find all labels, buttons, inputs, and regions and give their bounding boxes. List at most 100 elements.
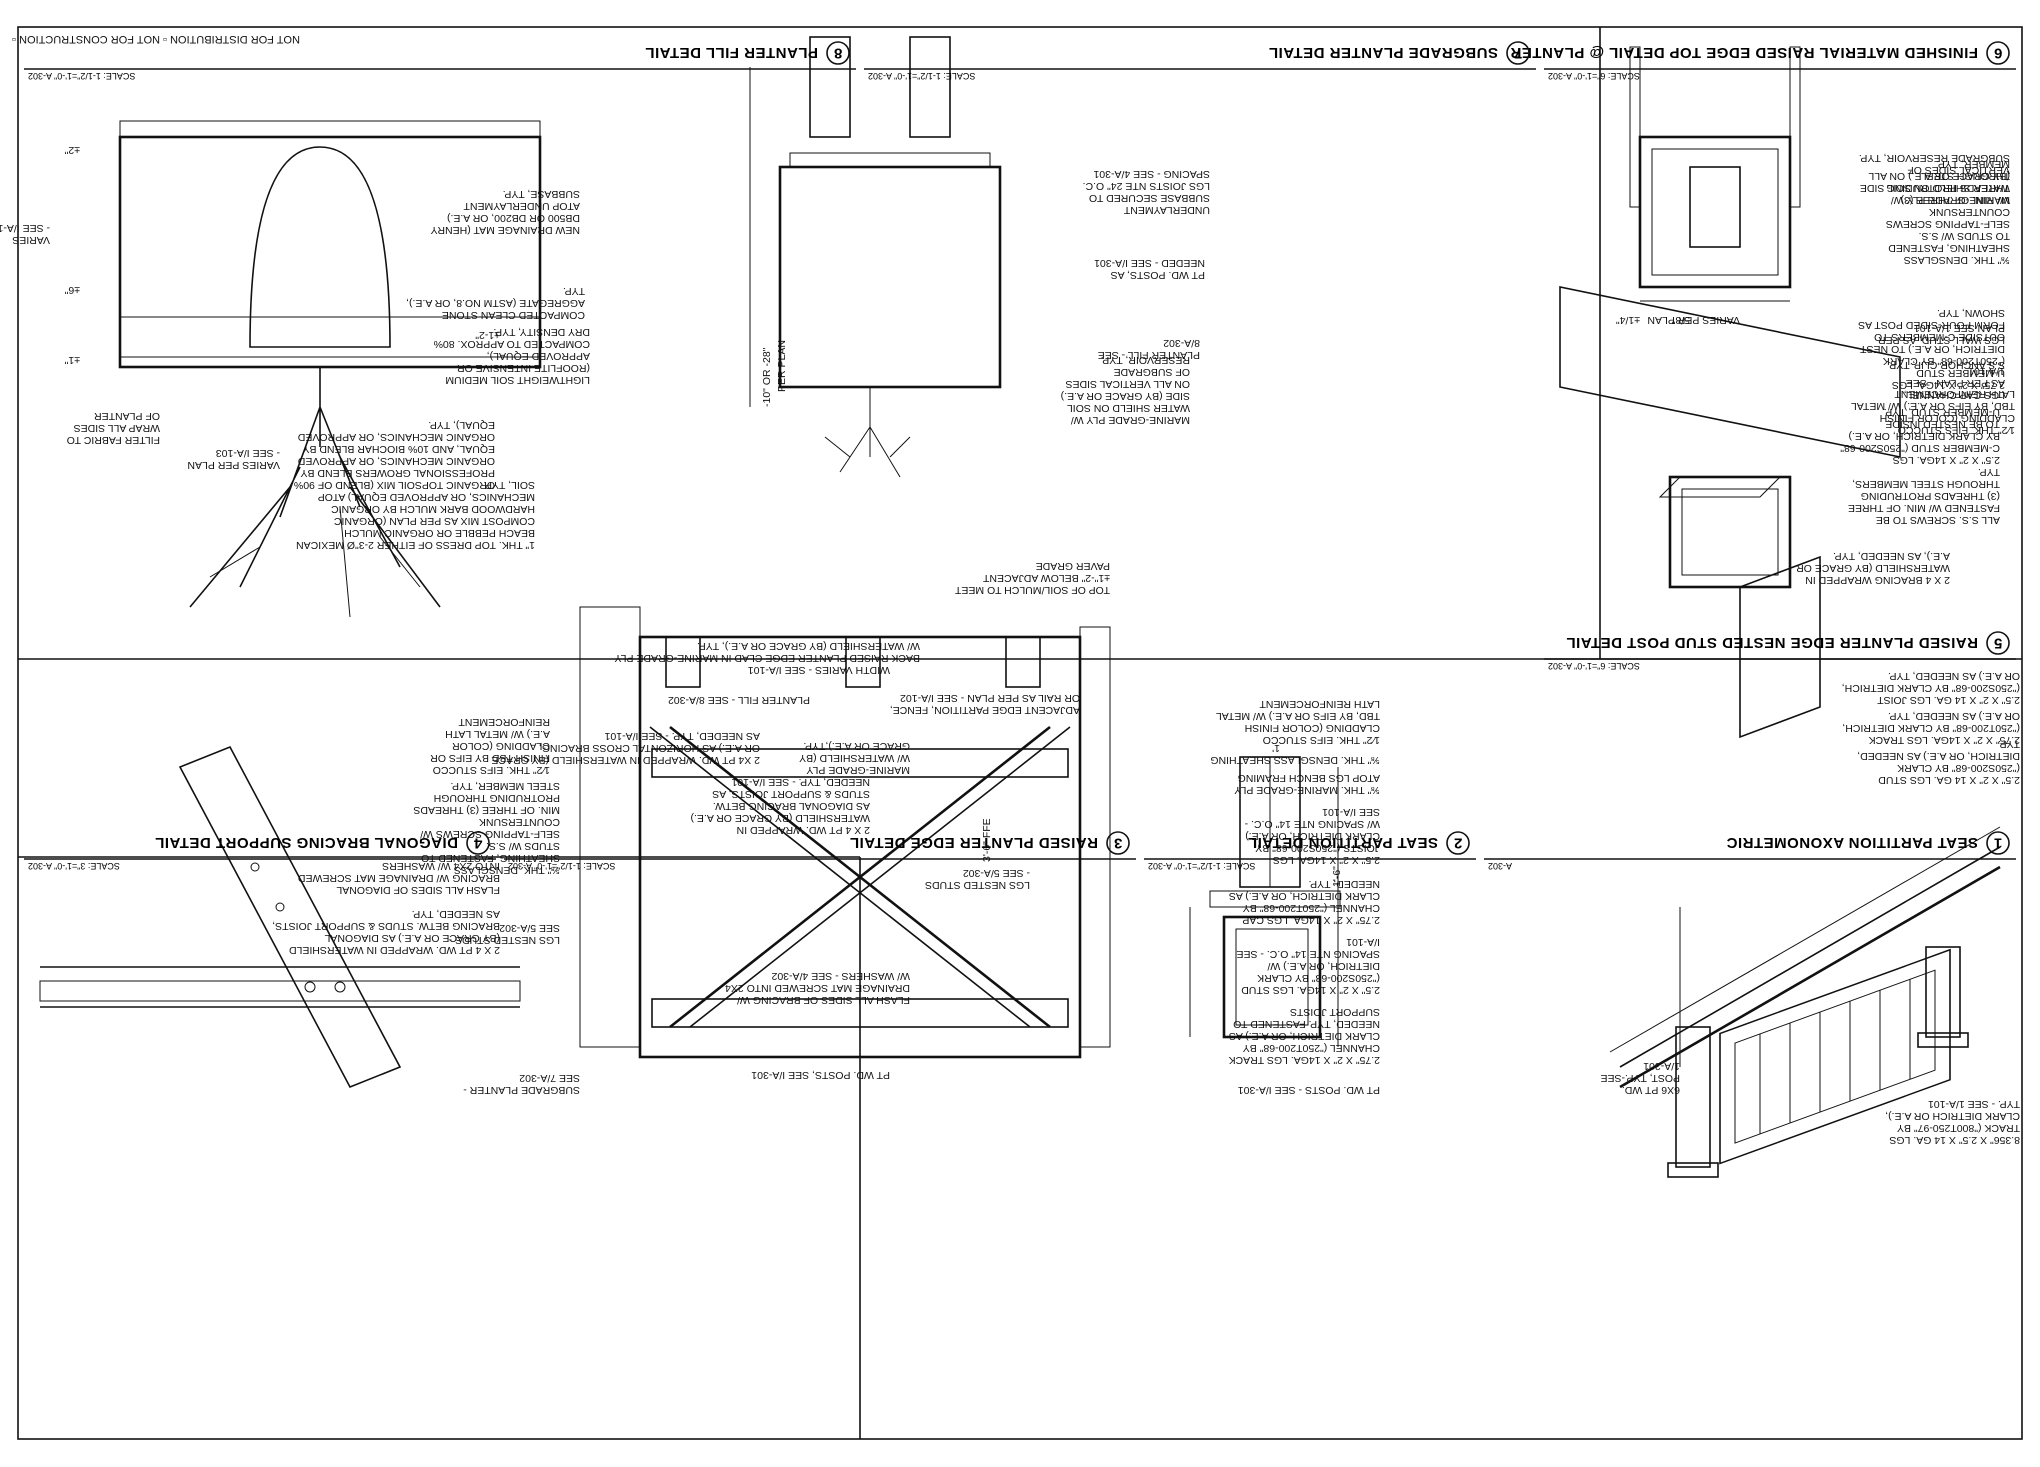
annotation-note: 2.5" X 2" X 14GA. LGSJOISTS ("250S200-68… [1244, 806, 1380, 866]
sheet-watermark: NOT FOR DISTRIBUTION ▫ NOT FOR CONSTRUCT… [12, 33, 300, 45]
annotation-note: VARIES PER PLAN [1647, 314, 1740, 326]
detail-number: 3 [1114, 835, 1123, 852]
detail-number: 8 [834, 45, 843, 62]
annotation-note: PT WD. POSTS, ASNEEDED - SEE I/A-301 [1094, 257, 1205, 281]
detail-3-raised-planter-edge [579, 606, 1111, 1059]
dimension-label: 1' [1272, 742, 1280, 754]
annotation-note: 1" THK. TOP DRESS OF EITHER 2-3"Ø MEXICA… [296, 479, 535, 551]
detail-scale: SCALE: 1-1/2"=1'-0" A-302 [28, 71, 135, 81]
detail-title-block: 7 SUBGRADE PLANTER DETAIL SCALE: 1-1/2"=1'… [864, 41, 1536, 81]
annotation-note: 2 X 4 PT WD. WRAPPED IN WATERSHIELD(BY G… [272, 908, 500, 956]
annotation-note: MARINE-GRADE PLYW/ WATERSHIELD (BYGRACE … [799, 740, 910, 776]
dimension-label: ±1/4" [1616, 314, 1640, 326]
dimension-label: ±1" [64, 354, 80, 366]
detail-number-bubble [1986, 631, 2010, 655]
detail-number: 7 [1514, 45, 1523, 62]
detail-title: DIAGONAL BRACING SUPPORT DETAIL [155, 834, 458, 851]
annotation-note: 2.75" X 2" X 14GA. LGS TRACK("250T200-68… [1842, 710, 2020, 746]
annotation-note: 2.5" X 2" X 14GA. LGSC-MEMBER STUD ("250… [1840, 406, 2000, 466]
detail-number-bubble [466, 831, 490, 855]
annotation-note: LIGHTWEIGHT SOIL MEDIUM(ROOFLITE INTENSI… [434, 326, 590, 386]
dimension-label: ±1-2" [475, 329, 500, 341]
dimension-label: 1'-6" [1331, 866, 1343, 887]
detail-8-planter-fill [118, 120, 542, 618]
detail-1-axonometric [1609, 826, 2001, 1178]
detail-scale: A-302 [1488, 861, 1512, 871]
dimension-label: 5/8" [1671, 314, 1690, 326]
annotation-note: NEW DRAINAGE MAT (HENRYDB500 OR DB200, O… [431, 188, 580, 236]
sheet-border [17, 26, 2023, 1440]
detail-title: SEAT PARTITION DETAIL [1248, 834, 1439, 851]
annotation-note: 2.5" X 2" X 14 GA. LGS STUD("250S200-68"… [1857, 738, 2020, 786]
detail-title: RAISED PLANTER EDGE NESTED STUD POST DET… [1566, 634, 1978, 651]
annotation-note: LGS NESTED STUDS -SEE 5/A-302 [448, 922, 560, 946]
annotation-note: FILTER FABRIC TOWRAP ALL SIDESOF PLANTER [67, 410, 160, 446]
detail-number-bubble [826, 41, 850, 65]
annotation-note: UNDERLAYMENTSUBBASE SECURED TOLGS JOISTS… [1083, 168, 1210, 216]
dimension-label: -10" OR -28" [761, 347, 773, 407]
annotation-note: ORGANIC TOPSOIL MIX (BLEND OF 90%PROFESS… [294, 419, 495, 491]
detail-title-block: 1 SEAT PARTITION AXONOMETRIC A-302 [1484, 831, 2016, 871]
dimension-label: 3'-6" FFE [981, 818, 993, 862]
annotation-note: TOP OF SOIL/MULCH TO MEET±1"-2" BELOW AD… [954, 560, 1110, 596]
annotation-note: WIDTH VARIES - SEE I/A-101 [748, 664, 890, 676]
detail-scale: SCALE: 1-1/2"=1'-0" A-302 [1148, 861, 1255, 871]
detail-5-nested-stud-post [1559, 286, 1901, 739]
dimension-label: ±2" [64, 144, 80, 156]
detail-scale: SCALE: 6"=1'-0" A-302 [1548, 71, 1640, 81]
detail-number-bubble [1986, 831, 2010, 855]
annotation-note: 2.75" X 2" X 14GA. LGS CAPCHANNEL ("250T… [1229, 878, 1380, 926]
detail-scale: SCALE: 1-1/2"=1'-0" A-302 [508, 861, 615, 871]
annotation-note: MARINE-GRADE PLY W/WATER SHIELD ON SOIL … [1860, 170, 2010, 206]
annotation-note: MARINE-GRADE PLY W/WATER SHIELD ON SOILS… [1061, 354, 1190, 426]
annotation-note: 2.5" X 2" X 14 GA. LGS JOIST("250S200-68… [1842, 670, 2020, 706]
detail-2-seat-partition [1189, 756, 1341, 1047]
annotation-note: 2 X 4 BRACING WRAPPED INWATERSHIELD (BY … [1796, 550, 1950, 586]
annotation-note: 2 X4 PT WD. WRAPPED IN WATERSHIELD (BY G… [491, 730, 760, 766]
detail-title-block: 5 RAISED PLANTER EDGE NESTED STUD POST DE… [1544, 631, 2016, 671]
annotation-note: 2.75" X 2" X 14GA. LGS TRACKCHANNEL ("25… [1229, 1006, 1380, 1066]
annotation-note: PLANTER FILL - SEE8/A-302 [1098, 337, 1200, 361]
detail-number-bubble [1986, 41, 2010, 65]
detail-title: SEAT PARTITION AXONOMETRIC [1726, 834, 1978, 851]
annotation-note: ⅝" THK. DENSGLASS SHEATHING [1210, 754, 1380, 766]
detail-number: 6 [1994, 45, 2003, 62]
detail-number-bubble [1506, 41, 1530, 65]
annotation-note: PT WD. POSTS, SEE I/A-301 [751, 1069, 890, 1081]
dimension-label: PER PLAN [776, 340, 788, 392]
detail-number-bubble [1446, 831, 1470, 855]
detail-title: SUBGRADE PLANTER DETAIL [1268, 44, 1498, 61]
annotation-note: LGS WALL STUD, AS PERPLAN SEE 1/A-101 [1878, 322, 2005, 346]
annotation-note: 2 X 4 PT WD. WRAPPED INWATERSHIELD (BY G… [690, 776, 870, 836]
detail-number: 1 [1994, 835, 2003, 852]
annotation-note: ADJACENT EDGE PARTITION, FENCE,OR RAIL A… [890, 692, 1080, 716]
detail-title: RAISED PLANTER EDGE DETAIL [849, 834, 1098, 851]
detail-title: PLANTER FILL DETAIL [645, 44, 818, 61]
annotation-note: FLASH ALL SIDES OF DIAGONALBRACING W/ DR… [298, 860, 500, 896]
annotation-note: ⅝" THK. MARINE-GRADE PLYATOP LGS BENCH F… [1234, 772, 1380, 796]
annotation-note: ⅝" THK. DENSGLASSSHEATHING, FASTENED TOS… [413, 780, 560, 876]
detail-7-subgrade-planter [749, 36, 1002, 478]
annotation-note: VARIES- SEE I/A-103 [0, 222, 50, 246]
annotation-note: COMPACTED CLEAN STONEAGGREGATE (ASTM NO.… [406, 285, 585, 321]
detail-scale: SCALE: 6"=1'-0" A-302 [1548, 661, 1640, 671]
detail-scale: SCALE: 3"=1'-0" A-302 [28, 861, 120, 871]
annotation-note: S.S ANCHOR CLIP, TYP. [1888, 359, 2005, 371]
dimension-label: ±6" [64, 284, 80, 296]
annotation-note: 2.5" X 2" X 14GA. LGS STUD("250S200-68" … [1236, 936, 1380, 996]
detail-title-block: 8 PLANTER FILL DETAIL SCALE: 1-1/2"=1'-0" … [24, 41, 856, 81]
detail-title: FINISHED MATERIAL RAISED EDGE TOP DETAIL… [1510, 44, 1978, 61]
annotation-note: 6X6 PT WD.POST, TYP.-SEE1/A-301 [1600, 1060, 1680, 1096]
detail-4-diagonal-bracing [39, 745, 521, 1089]
annotation-note: SUBGRADE PLANTER -SEE 7/A-302 [463, 1072, 580, 1096]
detail-scale: SCALE: 1-1/2"=1'-0" A-302 [868, 71, 975, 81]
annotation-note: PT WD. POSTS - SEE I/A-301 [1238, 1084, 1380, 1096]
annotation-note: BACK RAISED PLANTER EDGE CLAD IN MARINE-… [614, 640, 920, 664]
detail-number: 5 [1994, 635, 2003, 652]
annotation-note: ⅝" THK. DENSGLASSSHEATHING, FASTENEDTO S… [1886, 158, 2010, 266]
annotation-note: ALL S.S. SCREWS TO BEFASTENED W/ MIN. OF… [1848, 466, 2000, 526]
detail-number-bubble [1106, 831, 1130, 855]
